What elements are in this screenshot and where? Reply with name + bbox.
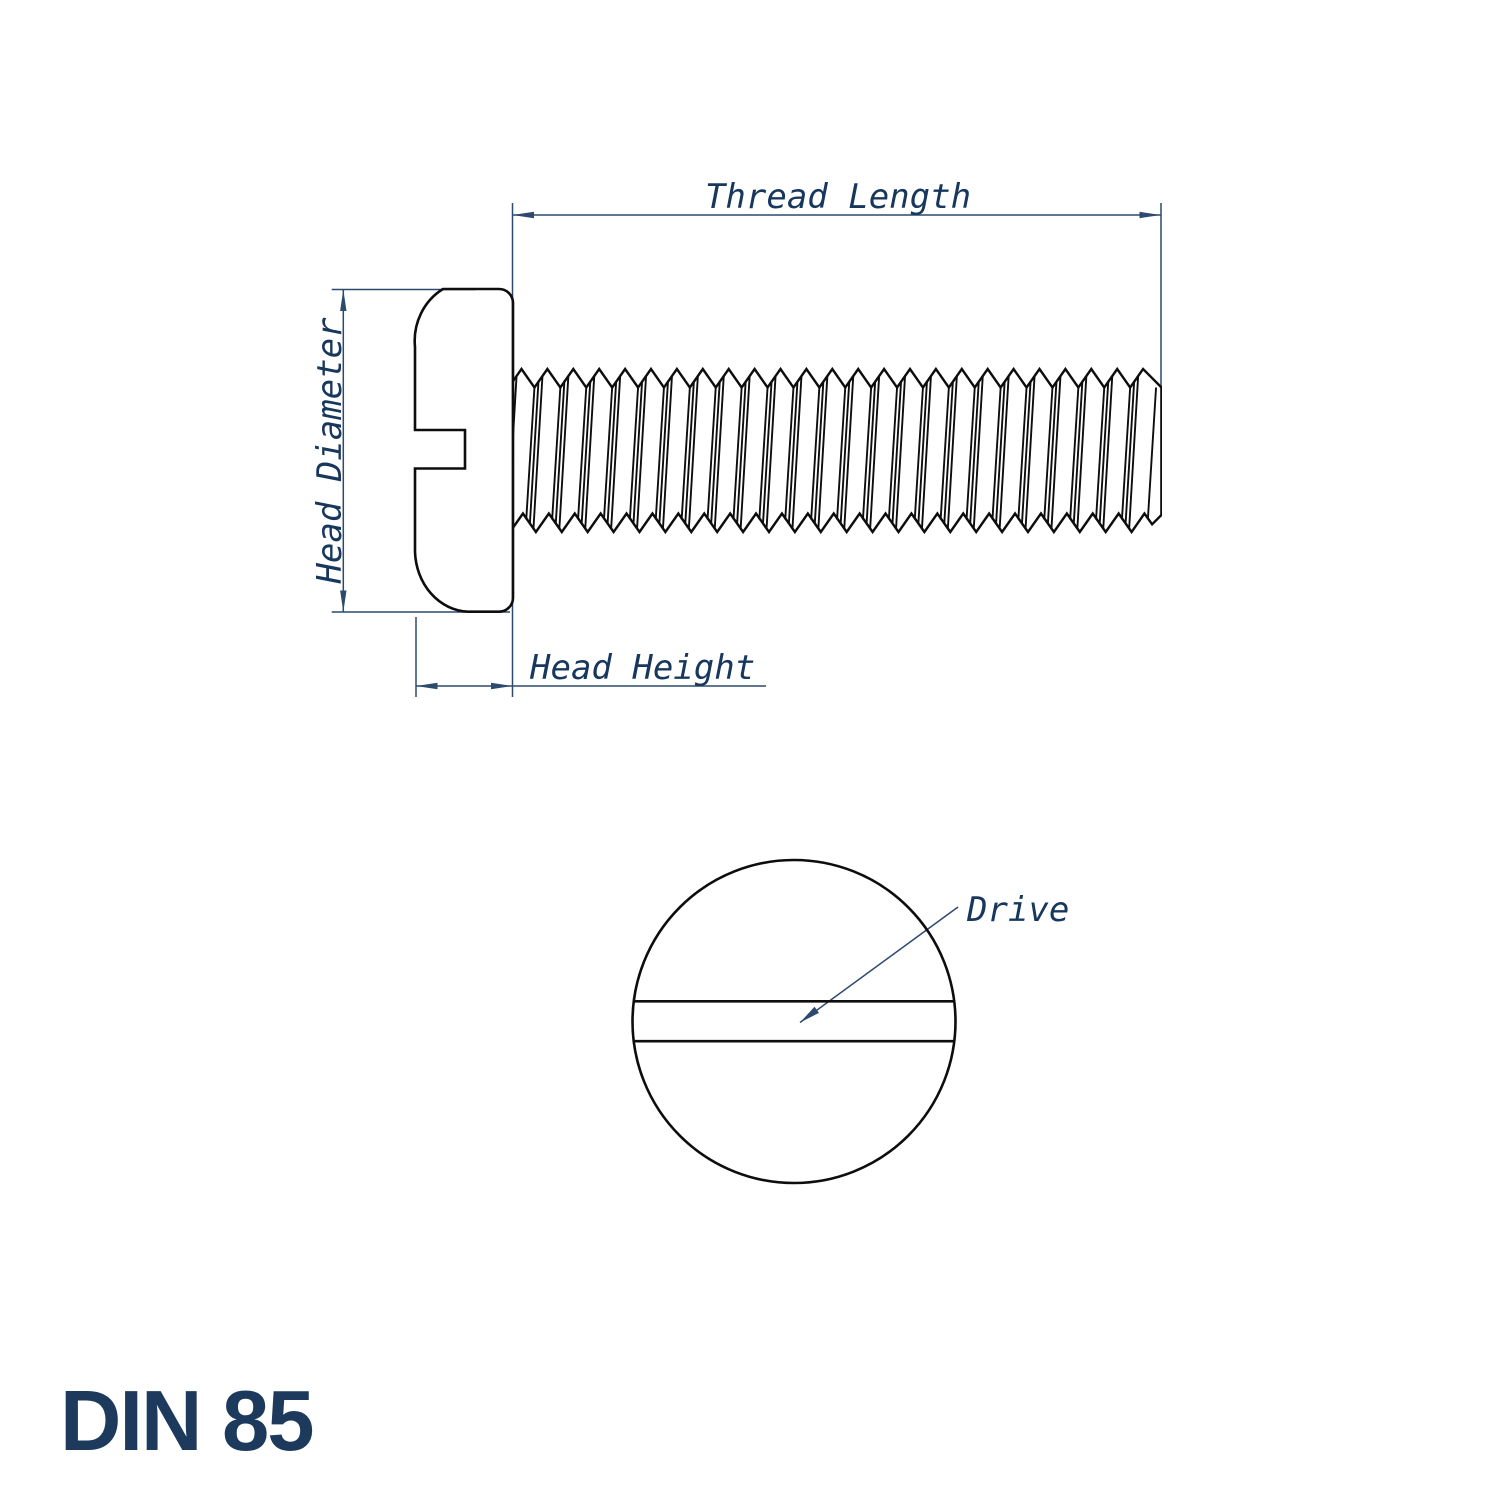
head-diameter-label: Head Diameter [310, 317, 350, 585]
dim-head-height [415, 617, 766, 697]
leader-line [799, 906, 959, 1024]
dim-thread-length [511, 203, 1162, 697]
arrow-right [1139, 211, 1161, 219]
thread-length-label: Thread Length [705, 177, 971, 217]
arrow-hh-left [416, 682, 438, 690]
head-height-label: Head Height [529, 648, 755, 688]
thread-helix-lines [512, 376, 1157, 529]
arrow-up [340, 289, 347, 311]
arrow-down [340, 590, 347, 612]
head-outline [413, 287, 515, 613]
drive-label: Drive [966, 890, 1069, 930]
leader-drive [799, 906, 959, 1024]
arrow-hh-right [491, 682, 513, 690]
dim-head-diameter [331, 288, 510, 613]
dimensions [331, 203, 1162, 1024]
dimension-labels: Thread Length Head Diameter Head Height … [310, 177, 1069, 930]
arrow-drive [800, 1006, 819, 1023]
arrow-left [512, 211, 534, 219]
dimension-arrows [340, 211, 1161, 1023]
page-title: DIN 85 [60, 1374, 313, 1469]
head-circle [631, 858, 957, 1185]
screw-side-view [413, 287, 1162, 613]
thread-outline [512, 366, 1162, 535]
screw-end-view [631, 858, 957, 1185]
